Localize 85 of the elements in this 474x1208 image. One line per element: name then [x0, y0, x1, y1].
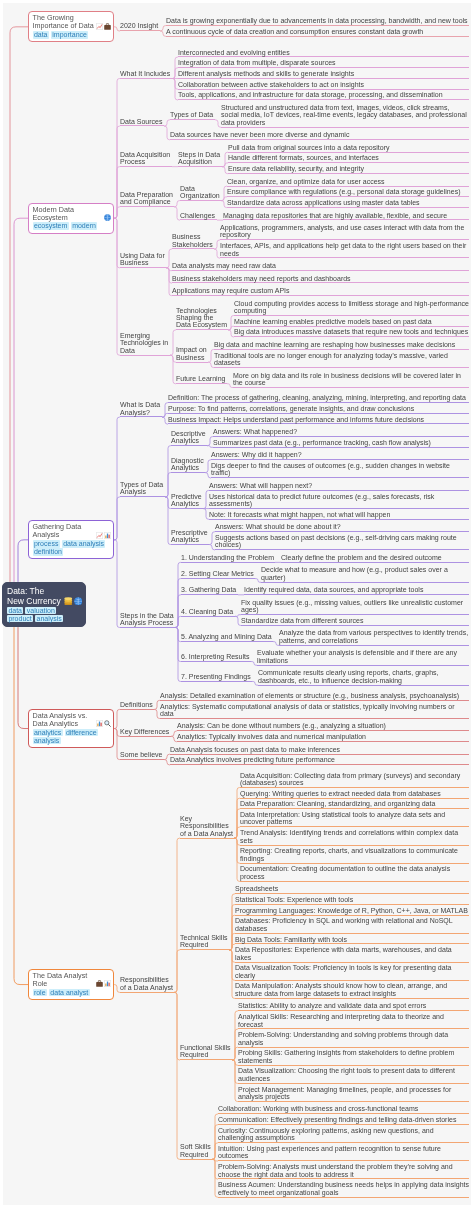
connector-line: [163, 753, 171, 760]
connector-line: [207, 349, 215, 363]
connector-line: [272, 641, 280, 646]
connector-line: [227, 329, 235, 338]
connector-line: [165, 267, 173, 297]
connector-line: [220, 196, 228, 201]
connector-line: [170, 735, 178, 743]
connector-line: [228, 943, 236, 951]
connector-line: [170, 730, 178, 737]
connector-line: [169, 329, 177, 356]
connector-line: [211, 1142, 219, 1160]
connector-line: [237, 594, 245, 596]
connector-line: [202, 508, 210, 520]
connector-line: [233, 826, 241, 839]
connector-line: [171, 166, 179, 168]
connector-line: [274, 562, 282, 563]
main-topic-card: [28, 969, 114, 1000]
connector-line: [161, 413, 169, 418]
connector-line: [113, 709, 121, 729]
connector-line: [227, 325, 235, 331]
connector-line: [169, 354, 177, 385]
connector-line: [233, 837, 241, 882]
connector-line: [216, 219, 224, 221]
connector-line: [113, 206, 121, 219]
topic-title: Data: The New Currency: [7, 585, 62, 606]
connector-line: [254, 578, 262, 583]
connector-line: [231, 1059, 239, 1102]
connector-line: [17, 626, 29, 729]
connector-line: [231, 1046, 239, 1061]
connector-line: [163, 125, 171, 141]
connector-line: [206, 445, 214, 448]
main-topic-card: [28, 11, 114, 43]
connector-line: [173, 949, 181, 993]
connector-line: [164, 496, 172, 545]
connector-line: [234, 614, 242, 617]
connector-line: [220, 185, 228, 201]
connector-line: [153, 699, 161, 710]
connector-line: [211, 1158, 219, 1198]
connector-line: [113, 217, 121, 356]
connector-line: [113, 728, 121, 760]
connector-line: [173, 991, 181, 1160]
connector-line: [113, 26, 121, 32]
connector-line: [113, 496, 121, 541]
connector-line: [213, 248, 221, 259]
connector-line: [221, 166, 229, 175]
connector-line: [165, 267, 173, 271]
connector-line: [214, 119, 222, 128]
connector-line: [159, 25, 167, 32]
connector-line: [204, 459, 212, 473]
connector-line: [208, 531, 216, 545]
connector-line: [13, 217, 29, 583]
connector-line: [202, 490, 210, 509]
connector-line: [165, 248, 173, 269]
connector-line: [204, 472, 212, 479]
connector-line: [206, 436, 214, 447]
main-topic-card: [28, 709, 114, 748]
connector-line: [163, 759, 171, 766]
connector-line: [17, 539, 29, 583]
central-topic-card: [2, 581, 86, 628]
connector-line: [228, 949, 236, 999]
connector-line: [161, 416, 169, 425]
connector-line: [250, 661, 258, 666]
connector-line: [226, 383, 234, 388]
connector-line: [9, 26, 29, 583]
connector-line: [174, 627, 182, 682]
connector-line: [159, 30, 167, 37]
connector-line: [207, 361, 215, 368]
main-topic-card: [28, 520, 114, 560]
connector-line: [221, 162, 229, 168]
connector-line: [153, 709, 161, 719]
connector-line: [213, 239, 221, 250]
connector-line: [163, 119, 171, 127]
connector-line: [171, 78, 179, 101]
connector-line: [208, 544, 216, 551]
connector-line: [234, 615, 242, 626]
connector-line: [113, 539, 121, 628]
connector-line: [113, 984, 121, 993]
connector-line: [164, 472, 172, 498]
connector-line: [173, 206, 181, 221]
connector-line: [173, 200, 181, 208]
connector-line: [174, 615, 182, 628]
main-topic-card: [28, 202, 114, 234]
connector-line: [220, 200, 228, 208]
connector-line: [171, 67, 179, 79]
connector-line: [251, 681, 259, 686]
